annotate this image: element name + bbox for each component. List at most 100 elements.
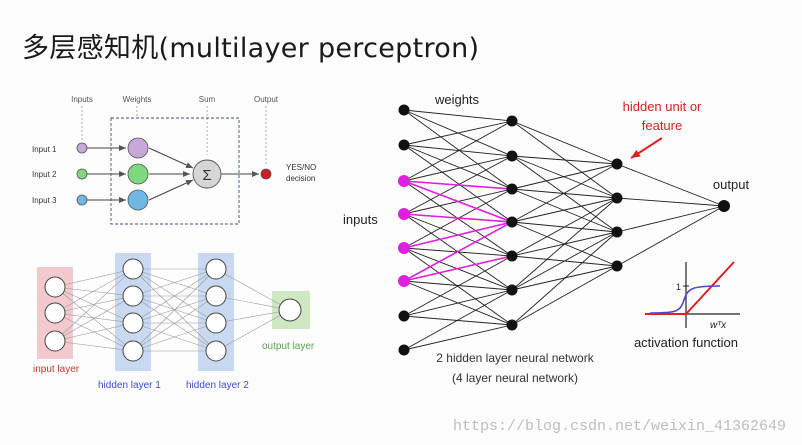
large-mlp-edge: [616, 163, 725, 207]
small-mlp-edge: [54, 295, 134, 342]
large-mlp-edge: [403, 289, 513, 351]
large-mlp-edge: [616, 197, 725, 207]
small-mlp-edge: [215, 268, 291, 311]
small-mlp-neuron: [44, 302, 66, 324]
large-mlp-highlight-edge: [403, 221, 513, 249]
perceptron-inputs-header: Inputs: [71, 95, 93, 104]
input-layer-label: input layer: [33, 364, 80, 375]
small-mlp-neuron: [205, 285, 227, 307]
small-mlp-edge: [132, 295, 217, 324]
small-mlp-neuron: [278, 298, 302, 322]
small-mlp-edge: [54, 322, 134, 342]
large-mlp-highlight-edge: [403, 213, 513, 223]
large-mlp-edge: [403, 155, 513, 182]
large-mlp-edge: [511, 155, 618, 233]
small-mlp-neuron: [205, 340, 227, 362]
activation-function-plot: 1 wᵀx activation function: [634, 261, 740, 350]
small-mlp-edge: [54, 268, 134, 314]
large-mlp-hidden2-neuron: [611, 260, 623, 272]
large-mlp-edge: [511, 231, 618, 291]
slide-title: 多层感知机(multilayer perceptron): [22, 33, 480, 64]
small-mlp-edge: [132, 295, 217, 352]
activation-y-tick: 1: [676, 282, 681, 292]
large-mlp-nodes: [398, 104, 730, 356]
large-mlp-edge: [403, 120, 513, 146]
small-mlp-neuron: [44, 330, 66, 352]
perceptron-output-header: Output: [254, 95, 279, 104]
small-mlp-edge: [54, 286, 134, 352]
large-mlp-edge: [616, 205, 725, 233]
large-mlp-highlight-edges: [403, 180, 513, 282]
small-mlp-edge: [132, 268, 217, 324]
large-mlp-input-neuron: [398, 344, 410, 356]
large-mlp-hidden2-neuron: [611, 192, 623, 204]
output-layer-label: output layer: [262, 341, 315, 352]
sigmoid-curve: [649, 285, 721, 314]
small-mlp-edge: [215, 295, 291, 311]
input-2-node: [76, 168, 88, 180]
decision-line-2: decision: [286, 174, 315, 183]
input-2-label: Input 2: [32, 170, 57, 179]
large-mlp-hidden1-neuron: [506, 216, 518, 228]
output-node: [260, 168, 272, 180]
large-mlp-edge: [616, 205, 725, 267]
sum-symbol: Σ: [202, 167, 211, 184]
input-1-label: Input 1: [32, 145, 57, 154]
large-mlp-input-neuron: [398, 310, 410, 322]
large-mlp-edge: [511, 197, 618, 291]
small-mlp-diagram: input layer hidden layer 1 hidden layer …: [33, 253, 315, 391]
large-mlp-edge: [511, 197, 618, 223]
large-mlp-edge: [403, 144, 513, 223]
large-mlp-edge: [511, 155, 618, 199]
large-mlp-hidden1-neuron: [506, 319, 518, 331]
relu-curve: [645, 261, 735, 315]
input-1-node: [76, 142, 88, 154]
small-mlp-edge: [215, 309, 291, 352]
network-caption-line-2: (4 layer neural network): [452, 371, 578, 385]
small-mlp-edge: [54, 295, 134, 314]
large-mlp-edge: [511, 265, 618, 326]
large-mlp-edge: [511, 120, 618, 199]
small-mlp-edge: [54, 286, 134, 297]
activation-x-label: wᵀx: [710, 320, 727, 331]
hidden-unit-arrow: [630, 137, 663, 159]
small-mlp-neuron: [122, 258, 144, 280]
large-mlp-highlight-edge: [403, 221, 513, 282]
weight-3-node: [127, 189, 149, 211]
small-mlp-neuron: [205, 312, 227, 334]
decision-line-1: YES/NO: [286, 163, 316, 172]
large-mlp-edge: [403, 255, 513, 317]
large-mlp-input-neuron: [398, 175, 410, 187]
small-mlp-edge: [54, 268, 134, 288]
large-mlp-hidden2-neuron: [611, 226, 623, 238]
perceptron-box: [110, 117, 240, 225]
small-mlp-neuron: [122, 340, 144, 362]
small-mlp-edge: [54, 312, 134, 324]
large-mlp-hidden1-neuron: [506, 150, 518, 162]
large-mlp-hidden1-neuron: [506, 115, 518, 127]
large-mlp-diagram: weights inputs hidden unit or feature ou…: [343, 92, 749, 385]
output-label: output: [713, 177, 750, 192]
hidden-layer-2-label: hidden layer 2: [186, 380, 249, 391]
large-mlp-edge: [511, 163, 618, 223]
hidden-layer-1-label: hidden layer 1: [98, 380, 161, 391]
large-mlp-input-neuron: [398, 104, 410, 116]
inputs-label: inputs: [343, 212, 378, 227]
large-mlp-highlight-edge: [403, 255, 513, 282]
small-mlp-neuron: [122, 312, 144, 334]
large-mlp-edge: [511, 163, 618, 190]
watermark: https://blog.csdn.net/weixin_41362649: [452, 418, 786, 435]
large-mlp-edge: [511, 231, 618, 326]
network-caption-line-1: 2 hidden layer neural network: [436, 351, 594, 365]
large-mlp-hidden1-neuron: [506, 250, 518, 262]
small-mlp-edge: [54, 340, 134, 352]
large-mlp-hidden1-neuron: [506, 284, 518, 296]
large-mlp-edge: [403, 289, 513, 317]
large-mlp-highlight-edge: [403, 180, 513, 190]
small-mlp-edge: [132, 322, 217, 352]
large-mlp-edge: [403, 109, 513, 122]
weight-1-node: [127, 137, 149, 159]
large-mlp-edge: [403, 120, 513, 182]
